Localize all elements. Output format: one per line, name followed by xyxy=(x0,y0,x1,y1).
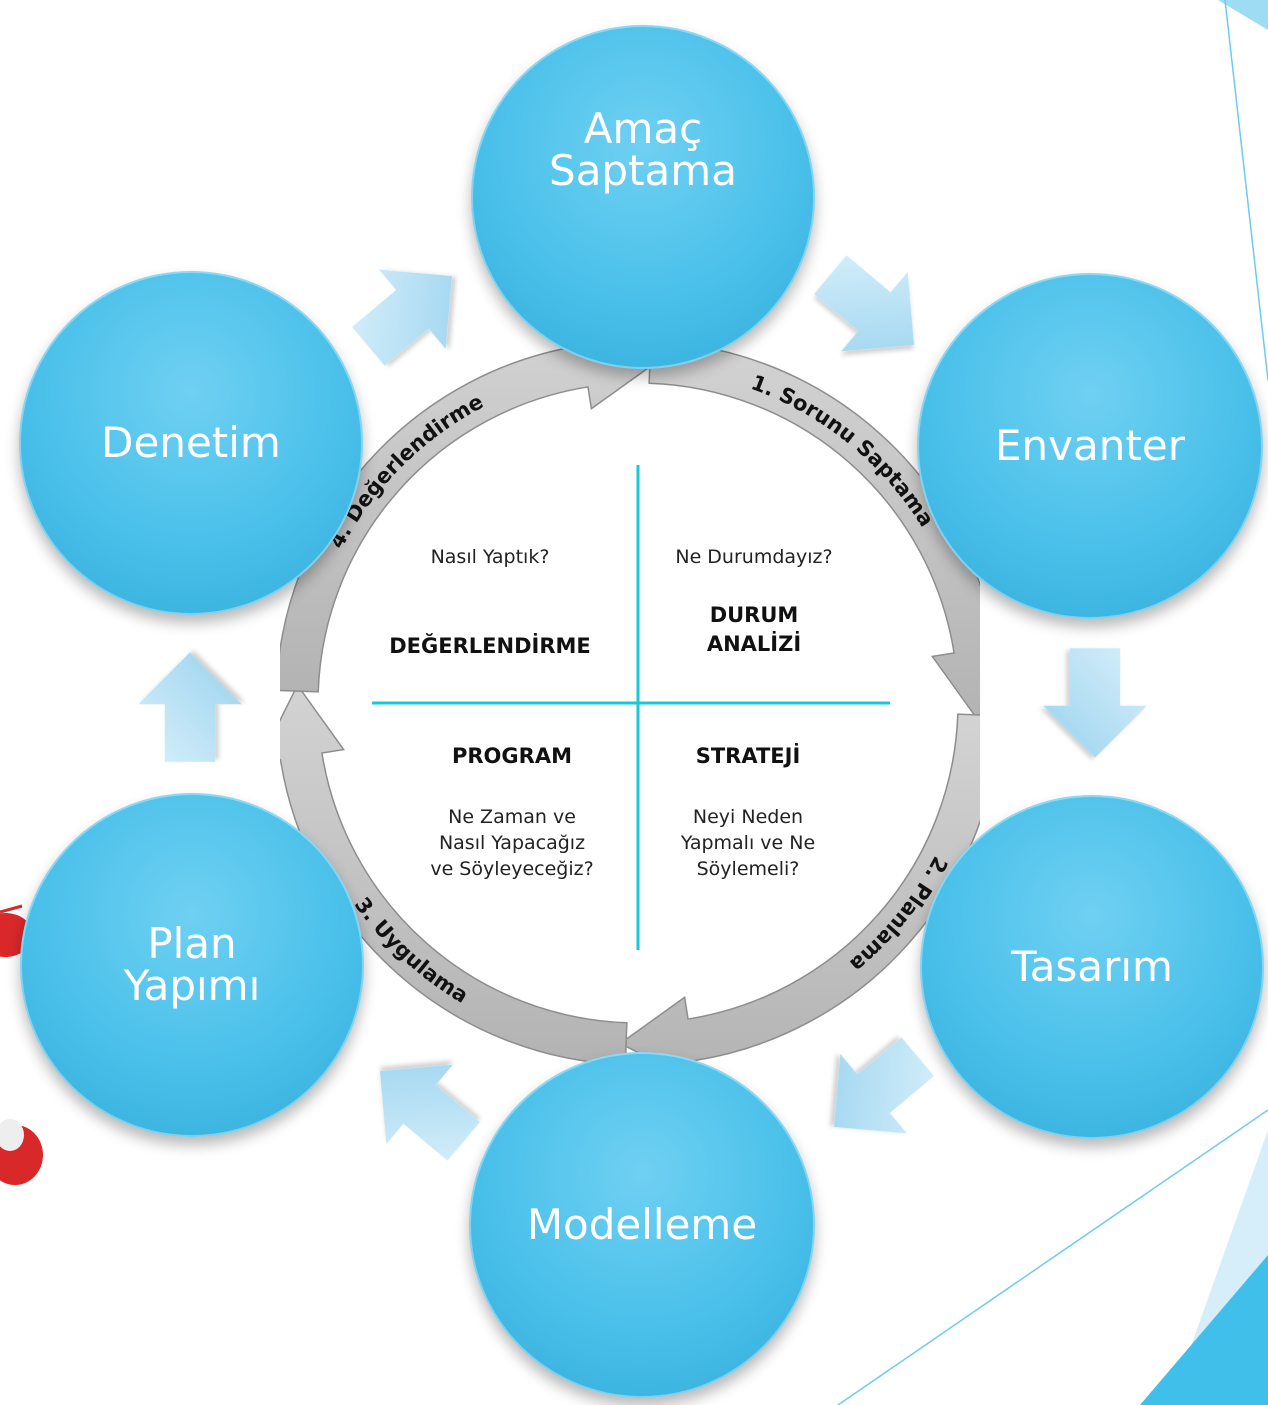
program-line-2: Nasıl Yapacağız xyxy=(439,832,585,854)
deco-line-top xyxy=(1224,0,1268,381)
flow-arrow-to-denetim xyxy=(138,652,242,762)
heading-analizi: ANALİZİ xyxy=(707,631,801,656)
deco-line-bottom xyxy=(837,1109,1268,1405)
stage-label-uygulama: 3. Uygulama xyxy=(350,893,472,1008)
flow-arrow-to-tasarim xyxy=(1043,648,1147,758)
strateji-line-1: Neyi Neden xyxy=(693,806,803,828)
node-label-plan-yapimi: Plan Yapımı xyxy=(123,919,261,1010)
program-line-3: ve Söyleyeceğiz? xyxy=(430,858,593,880)
node-modelleme: Modelleme xyxy=(469,1052,815,1398)
planning-cycle: 1. Sorunu Saptama 2. Planlama 3. Uygulam… xyxy=(280,345,980,1084)
heading-strateji: STRATEJİ xyxy=(696,743,801,768)
flow-arrow-to-amac-saptama xyxy=(352,269,453,366)
node-envanter: Envanter xyxy=(917,273,1263,619)
program-line-1: Ne Zaman ve xyxy=(448,806,576,828)
node-denetim: Denetim xyxy=(19,271,363,615)
heading-durum: DURUM xyxy=(710,603,799,627)
node-label-tasarim: Tasarım xyxy=(1011,942,1173,991)
heading-degerlendirme: DEĞERLENDİRME xyxy=(389,633,591,658)
flow-arrow-to-envanter xyxy=(814,255,915,352)
heading-program: PROGRAM xyxy=(452,744,572,768)
ring-arrow-sorunu-saptama xyxy=(648,345,980,723)
strateji-line-3: Söylemeli? xyxy=(697,858,800,880)
node-plan-yapimi: Plan Yapımı xyxy=(20,793,364,1137)
node-label-envanter: Envanter xyxy=(995,421,1185,470)
question-ne-durumdayiz: Ne Durumdayız? xyxy=(675,546,832,568)
red-figure-head xyxy=(0,1119,24,1151)
strateji-line-2: Yapmalı ve Ne xyxy=(680,832,815,854)
red-figure-line xyxy=(0,904,23,914)
corner-triangle-top xyxy=(1218,0,1268,30)
flow-arrow-to-modelleme xyxy=(833,1037,934,1134)
corner-triangle-blue xyxy=(1140,1255,1268,1405)
node-amac-saptama: Amaç Saptama xyxy=(471,25,815,369)
flow-arrow-to-plan-yapimi xyxy=(379,1064,480,1161)
node-label-amac-saptama: Amaç Saptama xyxy=(549,103,737,195)
ring-arrow-uygulama xyxy=(280,683,628,1066)
node-label-modelleme: Modelleme xyxy=(526,1200,758,1249)
node-label-denetim: Denetim xyxy=(101,418,281,467)
question-nasil-yaptik: Nasıl Yaptık? xyxy=(431,546,550,568)
node-tasarim: Tasarım xyxy=(920,795,1264,1139)
